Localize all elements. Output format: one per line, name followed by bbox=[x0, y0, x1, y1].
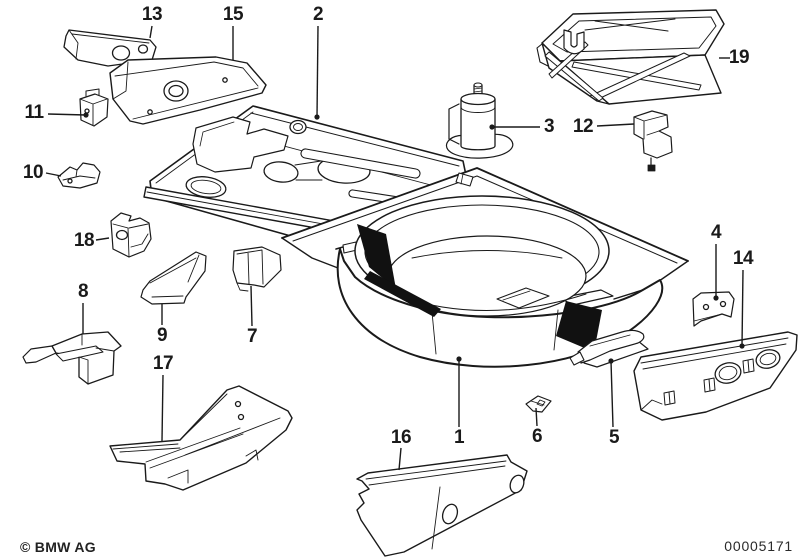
spare-wheel-well-drawing bbox=[281, 167, 689, 368]
leader-line-11 bbox=[47, 113, 87, 116]
leader-dot-14 bbox=[739, 343, 745, 349]
leader-line-14 bbox=[741, 269, 744, 347]
leader-line-12 bbox=[596, 123, 635, 127]
battery-tray-drawing bbox=[536, 9, 725, 105]
leader-dot-11 bbox=[83, 112, 89, 118]
leader-line-2 bbox=[316, 25, 319, 118]
jack-mount-drawing bbox=[445, 82, 514, 159]
leader-line-6 bbox=[535, 407, 538, 427]
leader-line-18 bbox=[95, 237, 110, 241]
copyright-text: © BMW AG bbox=[20, 539, 96, 555]
leader-dot-1 bbox=[456, 356, 462, 362]
leader-dot-4 bbox=[713, 295, 719, 301]
leader-line-5 bbox=[610, 360, 614, 428]
leader-dot-5 bbox=[608, 358, 614, 364]
leader-line-13 bbox=[149, 25, 153, 39]
bracket-10-drawing bbox=[57, 162, 101, 189]
panel-16-drawing bbox=[356, 454, 528, 557]
leader-dot-3 bbox=[489, 124, 495, 130]
sill-14-drawing bbox=[633, 331, 798, 421]
clip-6-drawing bbox=[525, 395, 552, 413]
bracket-7-drawing bbox=[232, 246, 282, 292]
leader-line-10 bbox=[45, 172, 62, 177]
bracket-9-drawing bbox=[140, 251, 207, 305]
leader-line-16 bbox=[398, 447, 402, 471]
support-15-drawing bbox=[109, 56, 267, 125]
bracket-12-drawing bbox=[633, 110, 673, 172]
bracket-13-drawing bbox=[63, 29, 157, 67]
bracket-11-drawing bbox=[79, 88, 109, 127]
bracket-18-drawing bbox=[110, 212, 152, 258]
document-number-text: 00005171 bbox=[724, 538, 793, 554]
bracket-8-drawing bbox=[22, 331, 122, 385]
leader-dot-2 bbox=[314, 114, 320, 120]
leader-line-7 bbox=[250, 285, 253, 327]
bracket-5-drawing bbox=[569, 329, 649, 368]
leader-line-17 bbox=[161, 374, 164, 442]
leader-lines-layer bbox=[45, 25, 745, 471]
bracket-17-drawing bbox=[109, 385, 293, 491]
plate-4-drawing bbox=[692, 291, 735, 327]
